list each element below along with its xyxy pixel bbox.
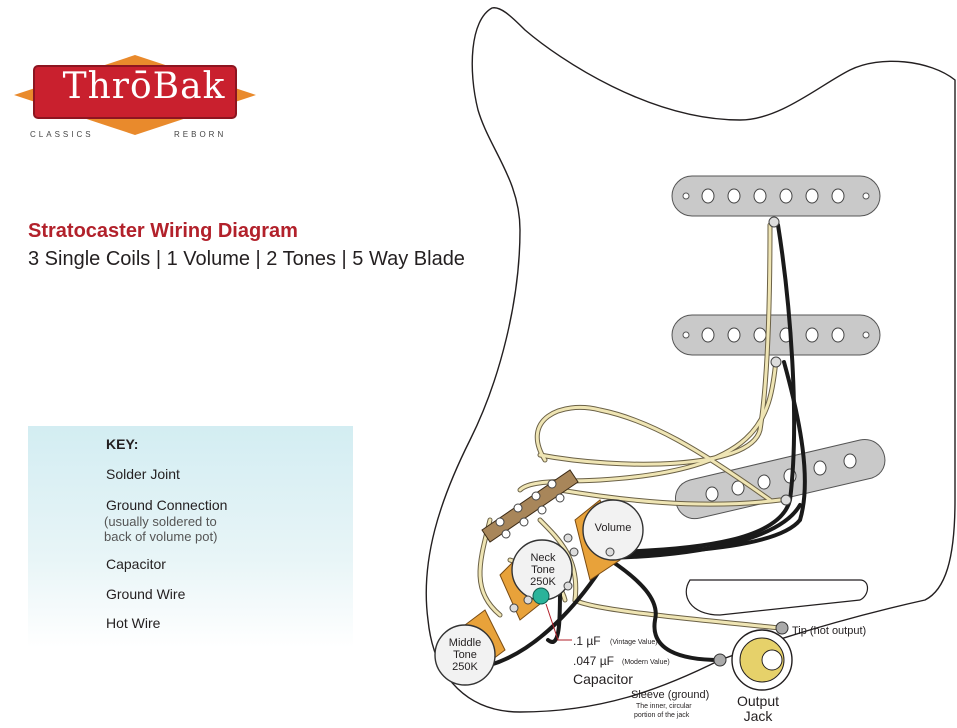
cap-modern-note: (Modern Value) xyxy=(622,659,670,666)
key-panel: KEY: Solder Joint Ground Connection (usu… xyxy=(28,426,353,648)
key-capacitor-label: Capacitor xyxy=(106,556,166,572)
diagram-subtitle: 3 Single Coils | 1 Volume | 2 Tones | 5 … xyxy=(28,248,465,270)
key-hot-wire-label: Hot Wire xyxy=(106,615,161,631)
jack-tip-label: Tip (hot output) xyxy=(792,625,867,637)
throbak-logo: ThrōBak CLASSICS REBORN xyxy=(14,52,264,147)
output-jack-label: Output Jack xyxy=(728,694,788,724)
middle-tone-line-1: Middle xyxy=(448,637,482,649)
middle-tone-line-2: Tone xyxy=(453,649,477,661)
neck-tone-pot xyxy=(499,539,573,621)
five-way-switch xyxy=(481,469,579,543)
middle-pickup xyxy=(671,314,881,356)
solder-joints xyxy=(509,216,792,613)
volume-pot xyxy=(574,499,644,581)
capacitor-label: Capacitor xyxy=(573,671,633,687)
output-jack-line-2: Jack xyxy=(743,708,773,724)
middle-tone-line-3: 250K xyxy=(452,661,478,673)
output-jack xyxy=(713,621,793,691)
logo-badge xyxy=(14,55,256,135)
logo-tagline-right: REBORN xyxy=(174,130,227,139)
jack-sleeve-note-2: portion of the jack xyxy=(634,712,690,719)
neck-pickup xyxy=(671,175,881,217)
bridge-pickup xyxy=(675,439,886,520)
cap-modern-value: .047 µF xyxy=(573,654,614,668)
key-ground-connection-label: Ground Connection xyxy=(106,497,228,513)
capacitor xyxy=(532,587,550,605)
capacitor-leader xyxy=(545,603,572,641)
diagram-title: Stratocaster Wiring Diagram xyxy=(28,220,298,242)
logo-brand: ThrōBak xyxy=(62,66,226,107)
pickguard-outline xyxy=(425,7,956,713)
key-ground-note-1: (usually soldered to xyxy=(104,514,217,529)
key-ground-note-2: back of volume pot) xyxy=(104,529,218,544)
key-heading: KEY: xyxy=(106,436,139,452)
logo-tagline-left: CLASSICS xyxy=(30,130,94,139)
neck-tone-line-2: Tone xyxy=(531,564,555,576)
neck-tone-line-1: Neck xyxy=(530,552,556,564)
neck-tone-line-3: 250K xyxy=(530,576,556,588)
pickguard-cutout xyxy=(685,579,869,616)
cap-vintage-note: (Vintage Value) xyxy=(610,639,658,646)
jack-sleeve-note-1: The inner, circular xyxy=(636,703,692,710)
middle-tone-label: Middle Tone 250K xyxy=(442,637,488,673)
middle-tone-pot xyxy=(434,609,506,686)
cap-vintage-value: .1 µF xyxy=(573,634,601,648)
neck-tone-label: Neck Tone 250K xyxy=(520,552,566,588)
jack-sleeve-label: Sleeve (ground) xyxy=(631,689,710,701)
key-solder-joint-label: Solder Joint xyxy=(106,466,180,482)
volume-pot-label: Volume xyxy=(594,522,632,534)
output-jack-line-1: Output xyxy=(736,693,780,709)
key-ground-wire-label: Ground Wire xyxy=(106,586,186,602)
